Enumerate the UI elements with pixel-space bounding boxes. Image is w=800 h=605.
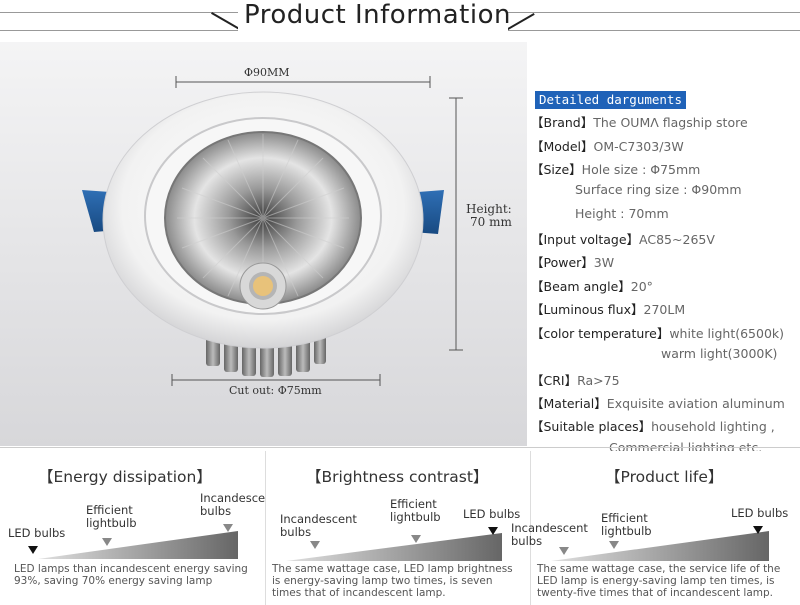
marker-incandescent-2 [310,541,320,549]
dim-cutout-label: Cut out: Φ75mm [229,384,322,397]
header-slant-left [211,12,242,31]
dim-height-label: Height: [466,202,512,216]
spec-row-size: 【Size】Hole size : Φ75mm [531,162,701,177]
label-efficient-3: Efficient lightbulb [601,511,652,538]
marker-led-3 [753,526,763,534]
energy-wedge [38,531,238,559]
header-bar: Product Information [0,0,800,40]
brightness-wedge [286,533,502,561]
spec-list: Detailed darguments 【Brand】The OUMΛ flag… [531,42,800,455]
marker-efficient-2 [411,535,421,543]
life-wedge [551,531,769,561]
label-efficient: Efficient lightbulb [86,503,137,530]
label-efficient-2: Efficient lightbulb [390,497,441,524]
spec-row-material: 【Material】Exquisite aviation aluminum [531,396,785,411]
spec-row-voltage: 【Input voltage】AC85~265V [531,232,715,247]
panel-brightness-desc: The same wattage case, LED lamp brightne… [272,563,513,599]
marker-led-2 [488,527,498,535]
panel-energy-title: 【Energy dissipation】 [38,468,212,486]
label-incandescent-3: Incandescent bulbs [511,521,588,548]
spec-row-brand: 【Brand】The OUMΛ flagship store [531,115,748,130]
marker-incandescent [223,524,233,532]
spec-row-places: 【Suitable places】household lighting , [531,419,775,434]
spec-row-power: 【Power】3W [531,255,615,270]
panel-brightness: 【Brightness contrast】 Incandescent bulbs… [265,451,529,605]
section-divider [0,447,800,448]
product-photo-panel: Φ90MM Height: 70 mm Cut out: Φ75mm [0,42,527,446]
dim-height-value: 70 mm [470,215,512,229]
spec-row-size-height: Height : 70mm [575,206,669,221]
panel-life-title: 【Product life】 [605,468,724,486]
downlight-illustration [82,76,463,386]
label-incandescent-2: Incandescent bulbs [280,512,357,539]
marker-efficient [102,538,112,546]
spec-row-size-ring: Surface ring size : Φ90mm [575,182,742,197]
panel-life-desc: The same wattage case, the service life … [537,563,781,599]
spec-row-flux: 【Luminous flux】270LM [531,302,686,317]
spec-row-cri: 【CRI】Ra>75 [531,373,620,388]
page-title: Product Information [244,0,511,30]
marker-led [28,546,38,554]
header-mask [238,0,508,34]
panel-energy: 【Energy dissipation】 LED bulbs Efficient… [0,451,277,605]
marker-incandescent-3 [559,547,569,555]
panel-life: 【Product life】 Incandescent bulbs Effici… [511,451,800,605]
marker-efficient-3 [609,541,619,549]
panel-brightness-title: 【Brightness contrast】 [306,468,489,486]
spec-row-beam: 【Beam angle】20° [531,279,653,294]
dim-diameter-label: Φ90MM [244,66,290,79]
label-led-2: LED bulbs [463,507,521,521]
spec-row-colortemp-warm: warm light(3000K) [661,346,778,361]
spec-row-colortemp: 【color temperature】white light(6500k) [531,326,785,341]
label-led-3: LED bulbs [731,506,789,520]
panel-energy-desc: LED lamps than incandescent energy savin… [14,563,248,587]
label-led: LED bulbs [8,526,66,540]
detail-badge: Detailed darguments [535,91,686,109]
label-incandescent: Incandescent bulbs [200,491,277,518]
spec-row-model: 【Model】OM-C7303/3W [531,139,684,154]
